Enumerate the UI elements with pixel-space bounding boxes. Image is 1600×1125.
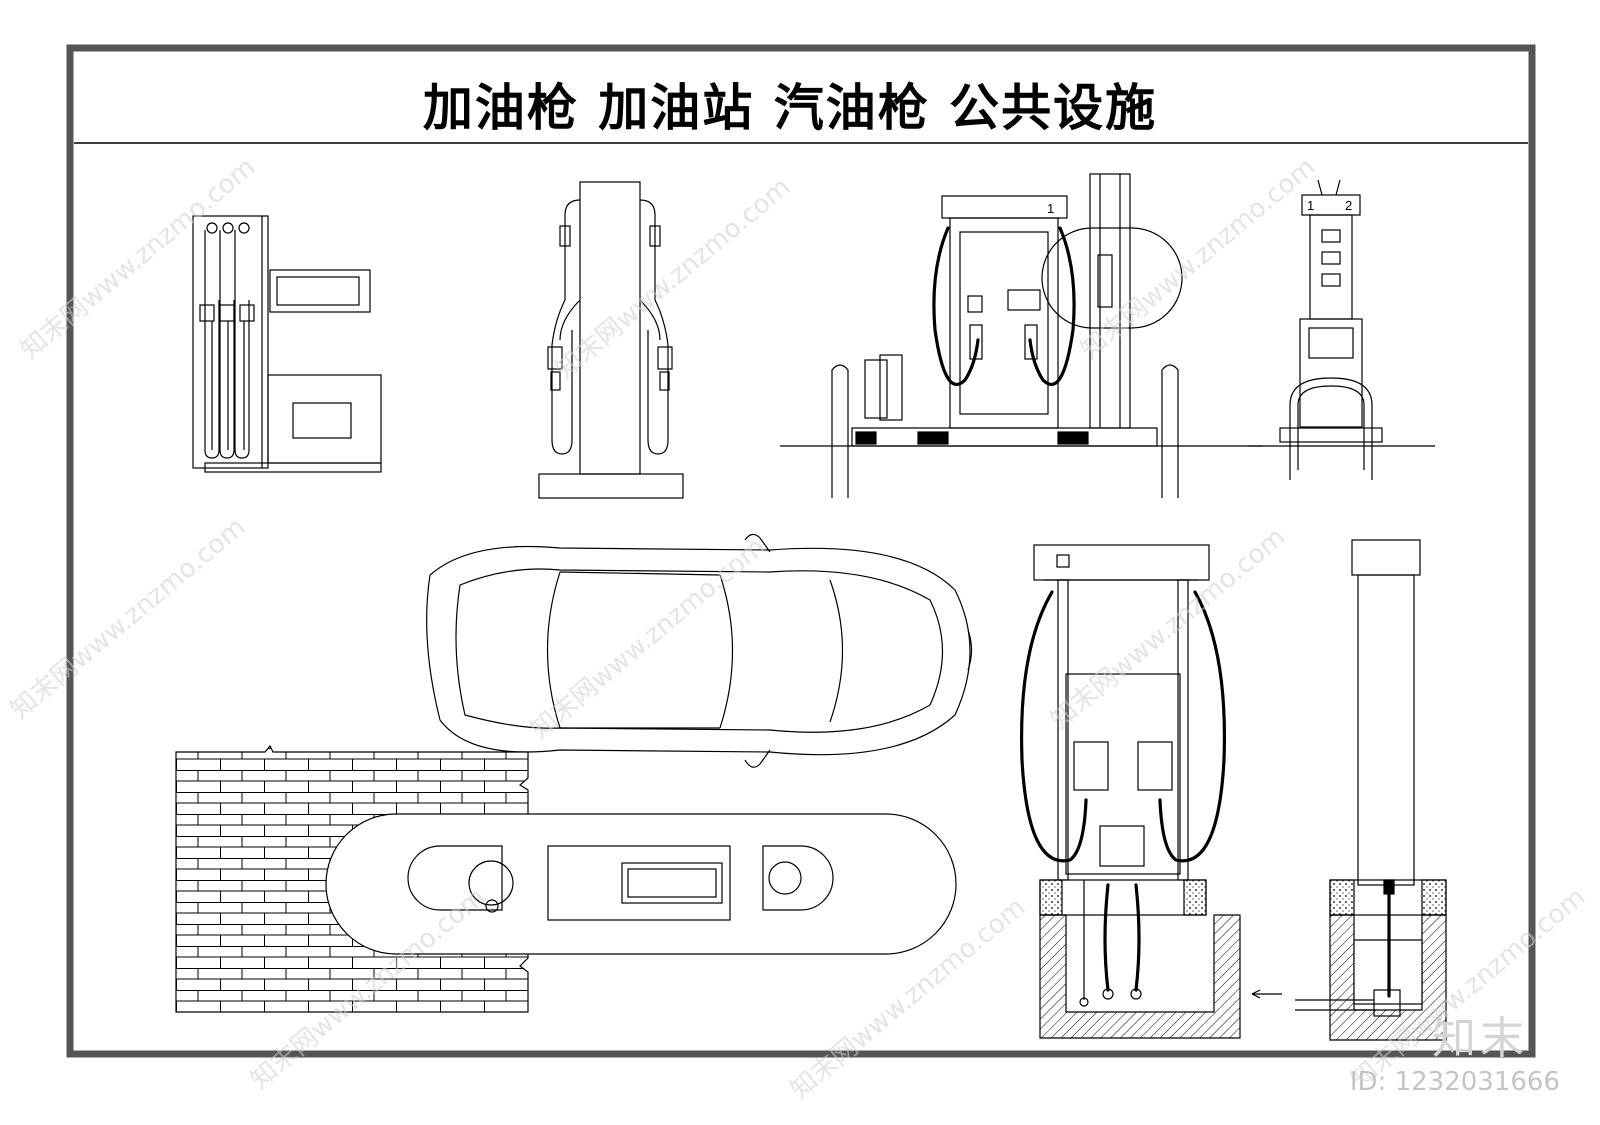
outer-frame — [66, 44, 1536, 1058]
watermark-id: ID: 1232031666 — [1349, 1067, 1560, 1097]
watermark-text-1: 知末网www.znzmo.com — [15, 152, 261, 365]
fuel-pump-front-elevation — [538, 181, 684, 499]
watermark-text-6: 知末网www.znzmo.com — [1045, 522, 1291, 735]
column-number-left: 1 — [1307, 198, 1314, 213]
fuel-dispenser-section — [1020, 544, 1241, 1039]
fuel-island-plan — [325, 813, 957, 955]
fuel-pump-side-elevation — [192, 215, 382, 473]
watermark-text-4: 知末网www.znzmo.com — [5, 512, 251, 725]
dispenser-number-label: 1 — [1047, 201, 1054, 216]
watermark-text-5: 知末网www.znzmo.com — [525, 532, 771, 745]
fuel-dispenser-canopy-elevation: 1 — [780, 173, 1262, 498]
fuel-pump-sign-column: 1 2 — [1248, 179, 1435, 480]
watermark-brand: 知末 — [1432, 1013, 1528, 1064]
watermark-text-2: 知末网www.znzmo.com — [550, 172, 796, 385]
sign-column-section — [1251, 539, 1447, 1041]
column-number-right: 2 — [1345, 198, 1352, 213]
drawing-title: 加油枪 加油站 汽油枪 公共设施 — [423, 79, 1157, 137]
car-top-view — [426, 533, 973, 768]
